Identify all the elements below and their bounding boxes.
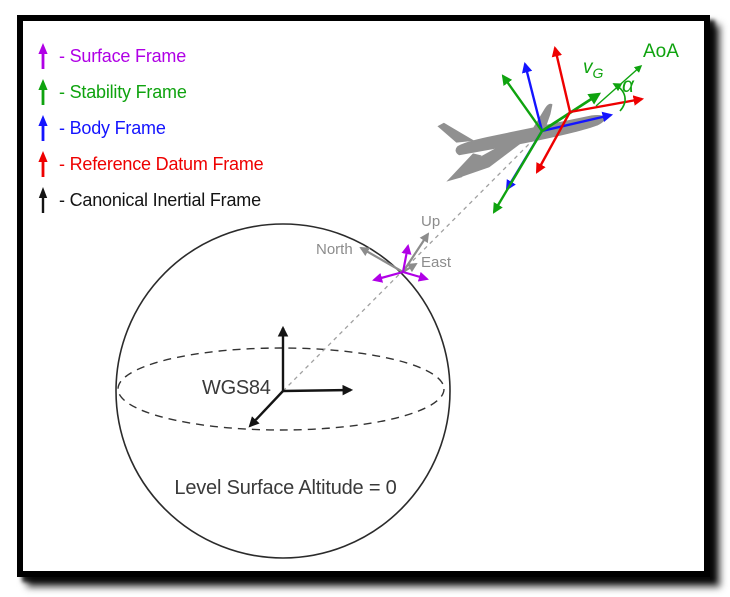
earth-sphere-outline bbox=[115, 223, 451, 559]
center-to-aircraft-dashed-line bbox=[282, 132, 541, 392]
alpha-angle-arc bbox=[612, 83, 626, 112]
inertial-x-axis bbox=[248, 390, 284, 428]
velocity-g-subscript: G bbox=[592, 64, 604, 81]
datum-z-axis bbox=[551, 45, 572, 113]
airplane-tail-far bbox=[437, 122, 475, 143]
canonical-inertial-frame-axes bbox=[248, 325, 354, 428]
surface-frame-axes bbox=[372, 244, 429, 283]
canonical-inertial-arrow-icon bbox=[38, 187, 48, 213]
reference-datum-frame-axes bbox=[535, 45, 645, 174]
surface-x-axis bbox=[372, 270, 404, 283]
surface-frame-arrow-icon bbox=[38, 43, 48, 69]
body-z-axis bbox=[521, 61, 544, 132]
north-axis bbox=[359, 247, 404, 273]
legend-item-reference-datum-frame: - Reference Datum Frame bbox=[36, 146, 264, 182]
velocity-v: v bbox=[583, 57, 593, 78]
frame-legend: - Surface Frame - Stability Frame - Body… bbox=[36, 38, 264, 218]
east-axis-label: East bbox=[421, 254, 452, 271]
legend-item-surface-frame: - Surface Frame bbox=[36, 38, 263, 74]
airplane-tail-near bbox=[446, 153, 482, 182]
surface-z-axis bbox=[401, 244, 412, 273]
datum-x-axis bbox=[569, 95, 645, 114]
airplane-near-wing bbox=[457, 141, 524, 179]
stability-y-axis bbox=[492, 130, 544, 214]
stability-z-axis bbox=[501, 74, 543, 132]
reference-datum-arrow-icon bbox=[38, 151, 48, 177]
wgs84-label: WGS84 bbox=[202, 377, 271, 399]
legend-item-body-frame: - Body Frame bbox=[36, 110, 263, 146]
east-axis bbox=[402, 262, 418, 273]
north-axis-label: North bbox=[316, 241, 353, 258]
alpha-label: α bbox=[622, 74, 634, 97]
legend-item-stability-frame: - Stability Frame bbox=[36, 74, 263, 110]
legend-item-canonical-inertial-frame: - Canonical Inertial Frame bbox=[36, 182, 263, 218]
up-axis-label: Up bbox=[421, 213, 441, 230]
legend-label-surface-frame: - Surface Frame bbox=[59, 45, 187, 66]
datum-y-axis bbox=[535, 111, 572, 174]
equator-dashed-ellipse bbox=[117, 347, 445, 431]
legend-label-reference-datum-frame: - Reference Datum Frame bbox=[59, 153, 264, 174]
body-frame-arrow-icon bbox=[38, 115, 48, 141]
legend-label-stability-frame: - Stability Frame bbox=[59, 81, 187, 102]
velocity-vg-label: vG bbox=[583, 57, 603, 81]
aoa-label: AoA bbox=[643, 41, 679, 62]
local-ned-axes bbox=[359, 232, 430, 273]
level-surface-label: Level Surface Altitude = 0 bbox=[174, 477, 397, 499]
surface-y-axis bbox=[402, 270, 429, 282]
inertial-y-axis bbox=[282, 384, 354, 396]
body-frame-axes bbox=[505, 61, 614, 191]
stability-frame-arrow-icon bbox=[38, 79, 48, 105]
legend-label-body-frame: - Body Frame bbox=[59, 117, 166, 138]
body-x-axis bbox=[541, 111, 614, 133]
legend-label-canonical-inertial-frame: - Canonical Inertial Frame bbox=[59, 189, 261, 210]
